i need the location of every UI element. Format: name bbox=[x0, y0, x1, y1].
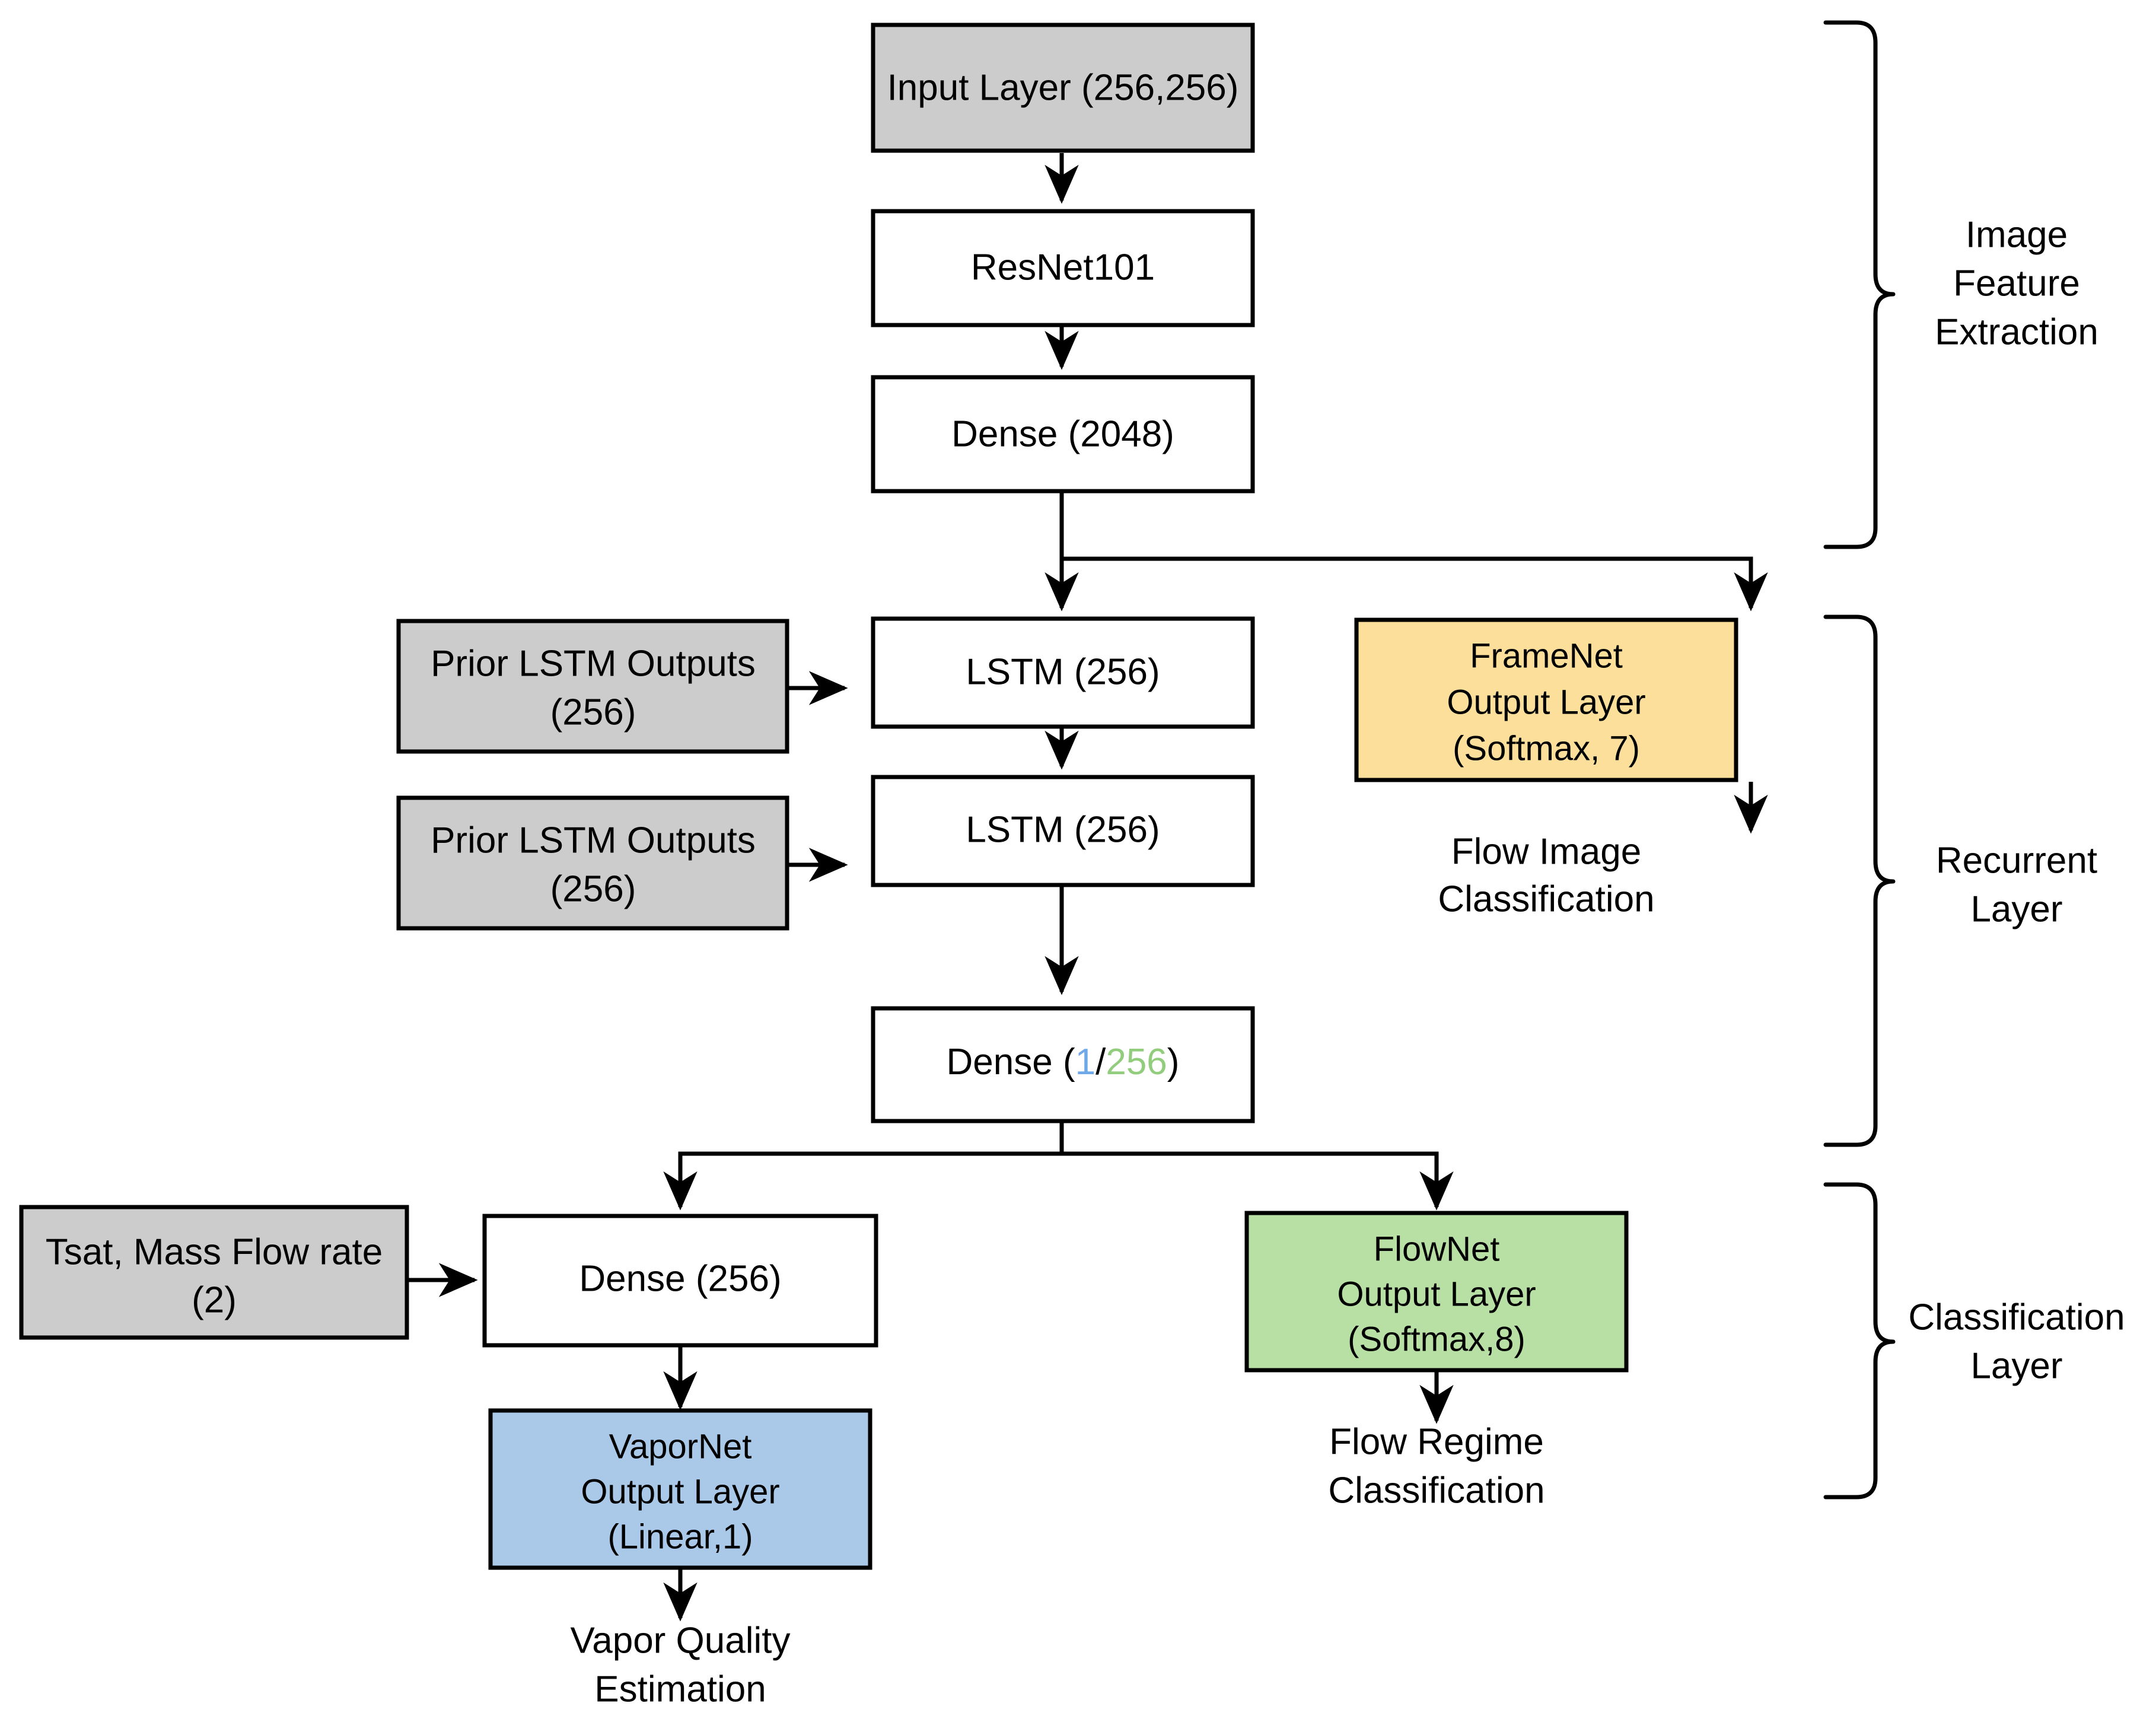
node-dense-1-256-prefix: Dense ( bbox=[947, 1042, 1075, 1082]
node-lstm-1-label: LSTM (256) bbox=[966, 651, 1160, 692]
node-dense-1-256[interactable]: Dense (1/256) bbox=[871, 1006, 1255, 1123]
node-lstm-2-label: LSTM (256) bbox=[966, 809, 1160, 850]
edge-dense1256-to-dense256 bbox=[663, 1151, 1062, 1211]
group-label-image-feature-extraction: Image Feature Extraction bbox=[1935, 214, 2098, 352]
group-label-recurrent-line1: Recurrent bbox=[1936, 840, 2097, 881]
node-flownet-output-layer[interactable]: FlowNet Output Layer (Softmax,8) bbox=[1244, 1211, 1629, 1373]
node-tsat-line1: Tsat, Mass Flow rate bbox=[46, 1231, 383, 1272]
node-framenet-output-layer-rect bbox=[1354, 617, 1738, 782]
node-vapornet-line2: Output Layer bbox=[581, 1472, 779, 1511]
node-dense-256[interactable]: Dense (256) bbox=[482, 1214, 878, 1348]
node-flownet-line2: Output Layer bbox=[1337, 1275, 1536, 1313]
node-resnet101-label: ResNet101 bbox=[971, 247, 1155, 288]
node-framenet-line2: Output Layer bbox=[1447, 683, 1645, 721]
node-dense-2048[interactable]: Dense (2048) bbox=[871, 375, 1255, 494]
node-tsat-mass-flow-rate[interactable]: Tsat, Mass Flow rate (2) bbox=[19, 1205, 409, 1340]
output-vapor-quality-line2: Estimation bbox=[594, 1669, 766, 1709]
node-lstm-2[interactable]: LSTM (256) bbox=[871, 775, 1255, 887]
node-dense-1-256-separator: / bbox=[1095, 1042, 1106, 1082]
node-vapornet-output-layer[interactable]: VaporNet Output Layer (Linear,1) bbox=[488, 1408, 872, 1570]
edge-dense2048-to-framenet bbox=[1062, 556, 1768, 612]
node-input-layer-rect bbox=[871, 23, 1255, 153]
node-framenet-line3: (Softmax, 7) bbox=[1453, 729, 1640, 768]
group-label-ife-line1: Image bbox=[1966, 214, 2068, 255]
node-vapornet-line1: VaporNet bbox=[609, 1427, 752, 1466]
node-dense-2048-label: Dense (2048) bbox=[951, 413, 1174, 454]
brace-classification-layer bbox=[1823, 1182, 1896, 1499]
output-flow-regime-line2: Classification bbox=[1328, 1470, 1544, 1511]
output-vapor-quality-estimation: Vapor Quality Estimation bbox=[570, 1620, 790, 1709]
node-framenet-output-layer[interactable]: FrameNet Output Layer (Softmax, 7) bbox=[1354, 617, 1738, 782]
node-vapornet-output-layer-rect bbox=[488, 1408, 872, 1570]
group-label-recurrent-layer: Recurrent Layer bbox=[1936, 840, 2097, 929]
node-prior-lstm-outputs-1-line1: Prior LSTM Outputs bbox=[431, 643, 756, 684]
output-flow-image-classification: Flow Image Classification bbox=[1438, 831, 1654, 919]
node-dense-1-256-label: Dense (1/256) bbox=[947, 1042, 1180, 1082]
node-vapornet-line3: (Linear,1) bbox=[607, 1517, 753, 1556]
brace-recurrent-layer bbox=[1823, 615, 1896, 1147]
node-prior-lstm-outputs-2-rect bbox=[396, 795, 789, 931]
node-prior-lstm-outputs-2-line1: Prior LSTM Outputs bbox=[431, 820, 756, 861]
node-prior-lstm-outputs-1-rect bbox=[396, 619, 789, 754]
node-input-layer[interactable]: Input Layer (256,256) bbox=[871, 23, 1255, 153]
node-flownet-line3: (Softmax,8) bbox=[1348, 1320, 1526, 1358]
node-dense-1-256-rect bbox=[871, 1006, 1255, 1123]
node-tsat-line2: (2) bbox=[192, 1279, 237, 1320]
node-dense-1-256-value-a: 1 bbox=[1075, 1042, 1095, 1082]
node-tsat-mass-flow-rate-rect bbox=[19, 1205, 409, 1340]
output-flow-image-line1: Flow Image bbox=[1451, 831, 1641, 872]
node-dense-2048-rect bbox=[871, 375, 1255, 494]
node-resnet101[interactable]: ResNet101 bbox=[871, 209, 1255, 327]
group-label-classification-line1: Classification bbox=[1908, 1297, 2125, 1338]
group-label-ife-line3: Extraction bbox=[1935, 311, 2098, 352]
node-lstm-2-rect bbox=[871, 775, 1255, 887]
group-label-ife-line2: Feature bbox=[1953, 263, 2080, 304]
group-label-classification-line2: Layer bbox=[1970, 1345, 2062, 1386]
node-prior-lstm-outputs-1[interactable]: Prior LSTM Outputs (256) bbox=[396, 619, 789, 754]
group-label-classification-layer: Classification Layer bbox=[1908, 1297, 2125, 1386]
node-dense-1-256-value-b: 256 bbox=[1106, 1042, 1167, 1082]
group-label-recurrent-line2: Layer bbox=[1970, 889, 2062, 929]
output-vapor-quality-line1: Vapor Quality bbox=[570, 1620, 790, 1661]
node-prior-lstm-outputs-2[interactable]: Prior LSTM Outputs (256) bbox=[396, 795, 789, 931]
node-lstm-1[interactable]: LSTM (256) bbox=[871, 616, 1255, 729]
node-framenet-line1: FrameNet bbox=[1470, 636, 1623, 675]
node-flownet-line1: FlowNet bbox=[1374, 1230, 1500, 1268]
edge-dense1256-to-flownet bbox=[1062, 1151, 1454, 1211]
node-resnet101-rect bbox=[871, 209, 1255, 327]
node-prior-lstm-outputs-1-line2: (256) bbox=[550, 692, 636, 733]
output-flow-regime-classification: Flow Regime Classification bbox=[1328, 1421, 1544, 1511]
output-flow-regime-line1: Flow Regime bbox=[1329, 1421, 1544, 1462]
output-flow-image-line2: Classification bbox=[1438, 878, 1654, 919]
node-lstm-1-rect bbox=[871, 616, 1255, 729]
node-prior-lstm-outputs-2-line2: (256) bbox=[550, 868, 636, 909]
node-flownet-output-layer-rect bbox=[1244, 1211, 1629, 1373]
node-dense-256-rect bbox=[482, 1214, 878, 1348]
node-input-layer-label: Input Layer (256,256) bbox=[887, 67, 1239, 108]
node-dense-256-label: Dense (256) bbox=[579, 1258, 781, 1299]
node-dense-1-256-suffix: ) bbox=[1167, 1042, 1180, 1082]
brace-image-feature-extraction bbox=[1823, 20, 1896, 549]
